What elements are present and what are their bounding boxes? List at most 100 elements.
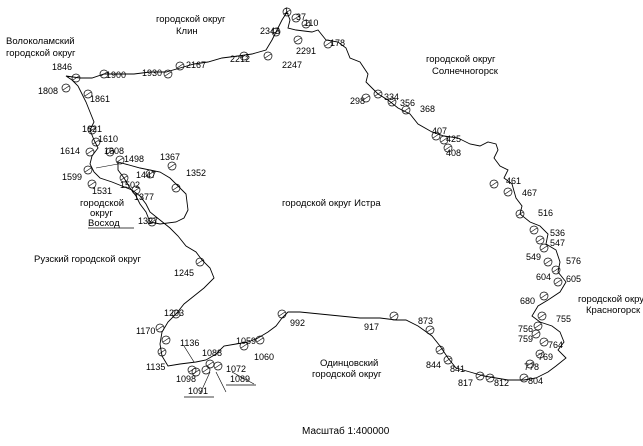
point-label-1502: 1502 bbox=[120, 180, 140, 190]
region-odintsovo-line2: городской округ bbox=[312, 369, 382, 380]
point-marker bbox=[91, 137, 101, 147]
point-marker-tick bbox=[444, 145, 452, 151]
point-marker bbox=[323, 39, 333, 49]
point-marker bbox=[239, 341, 249, 351]
point-marker bbox=[271, 27, 281, 37]
region-krasnogorsk-line1: городской округ bbox=[578, 294, 643, 305]
istra-boundary-line bbox=[65, 10, 567, 381]
point-marker bbox=[171, 309, 181, 319]
point-marker bbox=[255, 335, 265, 345]
point-marker bbox=[387, 97, 397, 107]
point-label-2167: 2167 bbox=[186, 60, 206, 70]
point-label-1072: 1072 bbox=[226, 364, 246, 374]
point-label-680: 680 bbox=[520, 296, 535, 306]
point-marker bbox=[167, 161, 177, 171]
point-marker bbox=[293, 35, 303, 45]
point-marker-tick bbox=[156, 325, 164, 331]
point-marker-tick bbox=[164, 71, 172, 77]
point-marker-tick bbox=[324, 41, 332, 47]
point-marker-tick bbox=[214, 363, 222, 369]
point-marker bbox=[105, 147, 115, 157]
point-label-605: 605 bbox=[566, 274, 581, 284]
point-marker-tick bbox=[196, 259, 204, 265]
point-marker bbox=[443, 355, 453, 365]
point-marker bbox=[529, 225, 539, 235]
point-label-1367: 1367 bbox=[160, 152, 180, 162]
point-label-817: 817 bbox=[458, 378, 473, 388]
point-label-1498: 1498 bbox=[124, 154, 144, 164]
point-marker bbox=[551, 265, 561, 275]
point-label-425: 425 bbox=[446, 134, 461, 144]
point-label-298: 298 bbox=[350, 96, 365, 106]
point-marker-tick bbox=[552, 267, 560, 273]
point-marker-tick bbox=[402, 107, 410, 113]
point-label-1059: 1059 bbox=[236, 336, 256, 346]
point-marker bbox=[503, 187, 513, 197]
point-marker-tick bbox=[374, 91, 382, 97]
point-marker-tick bbox=[106, 149, 114, 155]
point-marker-tick bbox=[554, 279, 562, 285]
point-label-759: 759 bbox=[518, 334, 533, 344]
point-marker-tick bbox=[283, 9, 291, 15]
point-marker bbox=[539, 243, 549, 253]
point-label-1614: 1614 bbox=[60, 146, 80, 156]
point-label-1531: 1531 bbox=[92, 186, 112, 196]
point-label-1203: 1203 bbox=[164, 308, 184, 318]
point-marker bbox=[543, 257, 553, 267]
point-marker-tick bbox=[168, 163, 176, 169]
point-marker-tick bbox=[146, 171, 154, 177]
point-marker-tick bbox=[240, 343, 248, 349]
region-klin-line2: Клин bbox=[176, 26, 198, 37]
point-marker-tick bbox=[432, 133, 440, 139]
point-marker bbox=[131, 185, 141, 195]
point-markers bbox=[61, 7, 563, 383]
point-marker bbox=[263, 51, 273, 61]
point-marker bbox=[71, 73, 81, 83]
point-marker bbox=[519, 373, 529, 383]
point-marker-tick bbox=[256, 337, 264, 343]
point-label-1608: 1608 bbox=[104, 146, 124, 156]
point-marker bbox=[157, 347, 167, 357]
point-marker-tick bbox=[120, 175, 128, 181]
point-label-873: 873 bbox=[418, 316, 433, 326]
point-marker bbox=[431, 131, 441, 141]
point-label-1610: 1610 bbox=[98, 134, 118, 144]
point-label-467: 467 bbox=[522, 188, 537, 198]
point-label-812: 812 bbox=[494, 378, 509, 388]
point-marker bbox=[301, 19, 311, 29]
region-istra: городской округ Истра bbox=[282, 198, 381, 209]
point-marker-tick bbox=[206, 361, 214, 367]
scale-label: Масштаб 1:400000 bbox=[302, 425, 390, 437]
point-marker-tick bbox=[532, 331, 540, 337]
point-marker bbox=[205, 359, 215, 369]
point-marker bbox=[213, 361, 223, 371]
point-marker-tick bbox=[530, 227, 538, 233]
point-label-576: 576 bbox=[566, 256, 581, 266]
point-marker-tick bbox=[240, 53, 248, 59]
point-marker bbox=[485, 373, 495, 383]
point-label-604: 604 bbox=[536, 272, 551, 282]
point-label-368: 368 bbox=[420, 104, 435, 114]
point-label-37: 37 bbox=[296, 12, 306, 22]
point-marker bbox=[535, 349, 545, 359]
point-marker-tick bbox=[294, 37, 302, 43]
region-volokolamsk-line2: городской округ bbox=[6, 48, 76, 59]
point-label-461: 461 bbox=[506, 176, 521, 186]
point-label-2343: 2343 bbox=[260, 26, 280, 36]
point-marker bbox=[439, 135, 449, 145]
point-label-1599: 1599 bbox=[62, 172, 82, 182]
point-label-536: 536 bbox=[550, 228, 565, 238]
point-label-992: 992 bbox=[290, 318, 305, 328]
point-marker-tick bbox=[92, 139, 100, 145]
region-klin-line1: городской округ bbox=[156, 14, 226, 25]
point-marker bbox=[191, 367, 201, 377]
point-marker-tick bbox=[278, 311, 286, 317]
point-marker-tick bbox=[264, 53, 272, 59]
point-marker-tick bbox=[188, 367, 196, 373]
point-marker-tick bbox=[540, 293, 548, 299]
region-solnechnogorsk-line1: городской округ bbox=[426, 54, 496, 65]
point-label-844: 844 bbox=[426, 360, 441, 370]
label-underlines bbox=[184, 384, 256, 398]
point-marker-tick bbox=[132, 187, 140, 193]
